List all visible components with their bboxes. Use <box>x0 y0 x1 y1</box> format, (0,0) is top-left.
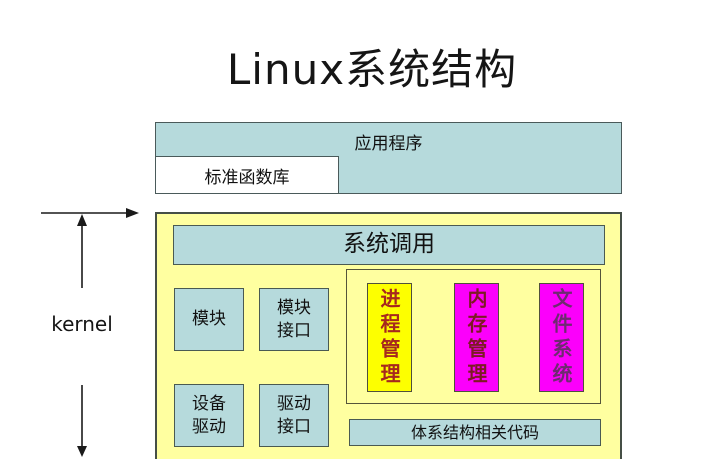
down-arrowhead-icon <box>77 446 87 457</box>
standard-library-box: 标准函数库 <box>155 156 339 194</box>
memory-management-box: 内存管理 <box>454 283 499 392</box>
file-system-box: 文件系统 <box>539 283 584 392</box>
process-management-box: 进程管理 <box>367 283 412 392</box>
standard-library-label: 标准函数库 <box>204 167 290 188</box>
right-arrowhead-icon <box>126 208 139 218</box>
file-system-label: 文件系统 <box>549 287 573 388</box>
memory-management-label: 内存管理 <box>464 287 488 388</box>
driver-interface-label: 驱动接口 <box>277 393 311 437</box>
arch-code-label: 体系结构相关代码 <box>410 422 539 442</box>
core-subsystems-box: 进程管理 内存管理 文件系统 <box>346 269 601 404</box>
module-box: 模块 <box>174 288 244 351</box>
up-arrowhead-icon <box>77 214 87 226</box>
device-driver-label: 设备驱动 <box>192 393 226 437</box>
kernel-span-label: kernel <box>51 312 113 336</box>
process-management-label: 进程管理 <box>377 287 401 388</box>
kernel-box: 系统调用 模块 模块接口 设备驱动 驱动接口 进程管理 内存管理 文件系统 体系… <box>155 212 622 459</box>
module-interface-label: 模块接口 <box>277 297 311 341</box>
page-title: Linux系统结构 <box>226 45 518 94</box>
module-interface-box: 模块接口 <box>259 288 329 351</box>
driver-interface-box: 驱动接口 <box>259 384 329 447</box>
system-call-label: 系统调用 <box>343 231 435 258</box>
module-label: 模块 <box>192 309 226 330</box>
application-layer-label: 应用程序 <box>354 134 423 154</box>
device-driver-box: 设备驱动 <box>174 384 244 447</box>
system-call-box: 系统调用 <box>173 225 605 265</box>
arch-code-box: 体系结构相关代码 <box>349 419 601 446</box>
